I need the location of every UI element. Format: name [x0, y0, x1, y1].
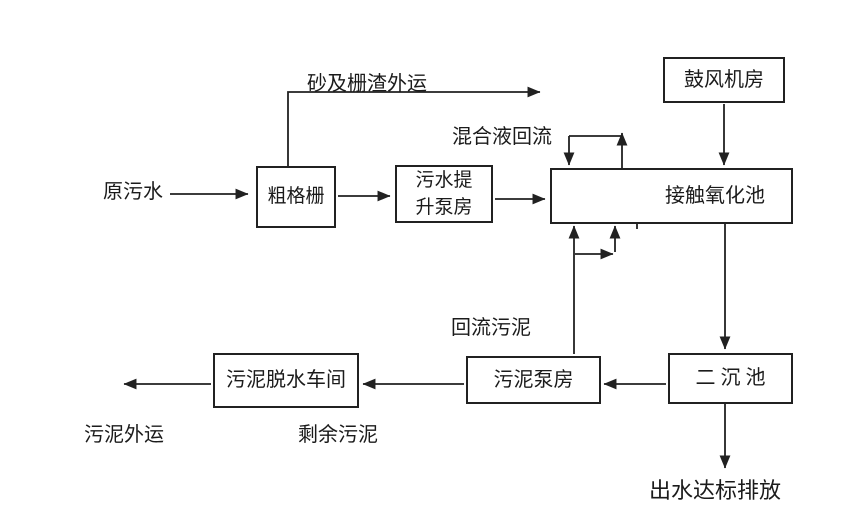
- node-blower-room: 鼓风机房: [663, 57, 785, 103]
- label-mixed-liquor-return: 混合液回流: [452, 126, 552, 148]
- node-lift-pump-label-line1: 污水提: [415, 170, 473, 191]
- label-effluent-discharge: 出水达标排放: [649, 478, 782, 503]
- node-coarse-screen: 粗格栅: [256, 166, 336, 228]
- label-raw-sewage: 原污水: [103, 181, 163, 203]
- node-blower-room-label: 鼓风机房: [684, 68, 764, 91]
- label-excess-sludge: 剩余污泥: [298, 424, 378, 446]
- label-grit-screenings-transport: 砂及栅渣外运: [307, 73, 427, 95]
- node-sludge-dewatering-label: 污泥脱水车间: [226, 369, 346, 391]
- node-sludge-pump-station: 污泥泵房: [466, 356, 601, 404]
- label-return-sludge: 回流污泥: [451, 317, 531, 339]
- node-sludge-dewatering-workshop: 污泥脱水车间: [213, 353, 359, 408]
- node-sludge-pump-label: 污泥泵房: [493, 368, 574, 391]
- arrow-grit-transport: [287, 86, 541, 167]
- label-sludge-transport: 污泥外运: [84, 424, 164, 446]
- node-contact-oxidation-tank: 接触氧化池: [550, 168, 793, 224]
- node-secondary-clarifier-label: 二 沉 池: [695, 367, 766, 389]
- node-contact-oxidation-label: 接触氧化池: [665, 184, 765, 207]
- node-lift-pump-station: 污水提 升泵房: [395, 165, 493, 223]
- node-secondary-clarifier: 二 沉 池: [668, 353, 793, 404]
- node-coarse-screen-label: 粗格栅: [267, 186, 325, 208]
- node-lift-pump-label-line2: 升泵房: [415, 197, 473, 218]
